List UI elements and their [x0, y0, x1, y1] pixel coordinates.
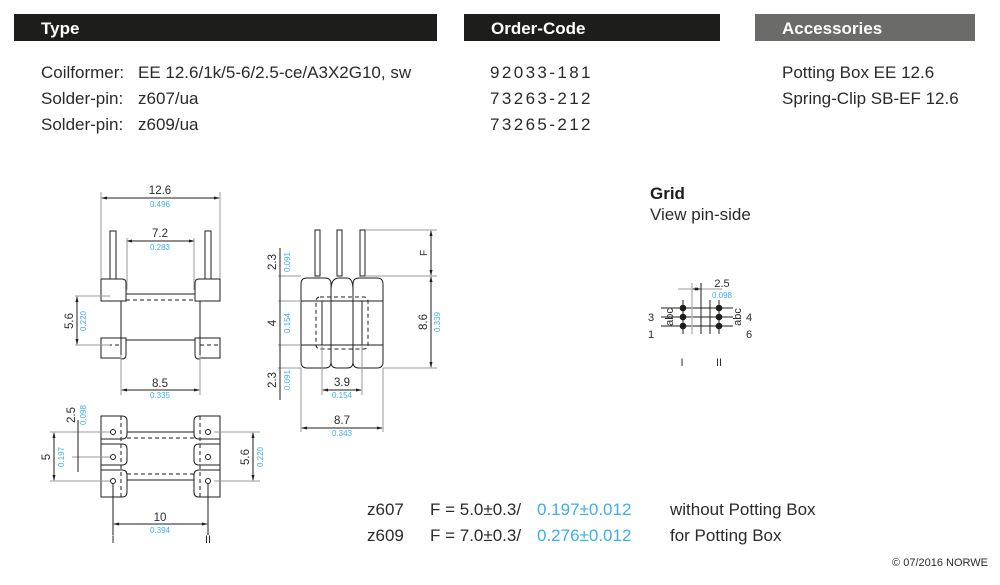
- order-code: 92033-181: [490, 63, 593, 82]
- grid-pitch: 2.5: [714, 278, 729, 290]
- dim-front-inner-inch: 0.283: [150, 243, 171, 252]
- dim-front-inner: 7.2: [152, 228, 168, 240]
- grid-number-1: 1: [648, 329, 654, 341]
- grid-subtitle: View pin-side: [650, 205, 751, 224]
- dim-bottom-pitch-inch: 0.098: [79, 404, 88, 425]
- type-row-label: Solder-pin:: [41, 89, 124, 108]
- pin-option-formula: F = 7.0±0.3/: [430, 526, 522, 545]
- dim-side-top-inch: 0.091: [283, 251, 292, 272]
- dim-bottom-row-distance: 10: [154, 512, 167, 524]
- accessories-list: Potting Box EE 12.6 Spring-Clip SB-EF 12…: [782, 60, 959, 112]
- pin-option-formula: F = 5.0±0.3/: [430, 500, 522, 519]
- grid-pin: [679, 304, 687, 312]
- grid-pin: [679, 313, 687, 321]
- grid-letters-right: abc: [732, 308, 744, 326]
- pin-option-code: z609: [367, 526, 404, 545]
- front-view: [75, 192, 221, 395]
- grid-pin: [715, 304, 723, 312]
- bottom-view: [50, 415, 260, 535]
- grid-pin: [679, 322, 687, 330]
- row-label-ii: II: [205, 534, 211, 546]
- type-row-label: Coilformer:: [41, 63, 125, 82]
- dim-front-height-inch: 0.220: [79, 310, 88, 331]
- pin-option-note: for Potting Box: [670, 526, 782, 545]
- dim-front-bottom: 8.5: [152, 378, 168, 390]
- copyright: © 07/2016 NORWE: [892, 557, 988, 569]
- header-type: Type: [14, 14, 437, 41]
- type-row: Solder-pin: z607/ua: [41, 86, 411, 112]
- grid-pin: [715, 322, 723, 330]
- type-row: Coilformer: EE 12.6/1k/5-6/2.5-ce/A3X2G10…: [41, 60, 411, 86]
- pin-option-code: z607: [367, 500, 404, 519]
- dim-bottom-pitch: 2.5: [66, 407, 78, 423]
- grid-pin: [715, 313, 723, 321]
- header-type-label: Type: [41, 19, 80, 38]
- dim-front-height: 5.6: [64, 313, 76, 329]
- dim-bottom-span-inch: 0.197: [57, 446, 66, 467]
- grid-number-3: 3: [648, 312, 654, 324]
- dim-bottom-height-inch: 0.220: [256, 446, 265, 467]
- grid-pins: [679, 304, 723, 330]
- dim-side-middle-inch: 0.154: [283, 312, 292, 333]
- dim-bottom-span: 5: [41, 454, 53, 460]
- grid-number-6: 6: [746, 329, 752, 341]
- dim-side-top: 2.3: [267, 254, 279, 270]
- grid-row-label-i: I: [680, 357, 683, 369]
- grid-number-4: 4: [746, 312, 752, 324]
- header-order-code-label: Order-Code: [491, 19, 586, 38]
- side-view: [278, 229, 437, 432]
- type-row-value: z609/ua: [138, 115, 199, 134]
- header-order-code: Order-Code: [464, 14, 720, 41]
- type-row-value: z607/ua: [138, 89, 199, 108]
- dim-front-width: 12.6: [149, 185, 171, 197]
- dim-bottom-height: 5.6: [240, 449, 252, 465]
- pin-option-note: without Potting Box: [670, 500, 816, 519]
- dim-side-middle: 4: [267, 319, 279, 326]
- pin-option-inch: 0.276±0.012: [537, 526, 632, 545]
- grid-letters-left: abc: [664, 308, 676, 326]
- dim-side-bottom-inch: 0.091: [283, 369, 292, 390]
- dim-side-total: 8.6: [418, 314, 430, 330]
- order-code-list: 92033-181 73263-212 73265-212: [490, 60, 593, 138]
- pin-option-inch: 0.197±0.012: [537, 500, 632, 519]
- accessory-item: Potting Box EE 12.6: [782, 63, 935, 82]
- header-accessories: Accessories: [755, 14, 975, 41]
- header-accessories-label: Accessories: [782, 19, 883, 38]
- accessory-item: Spring-Clip SB-EF 12.6: [782, 89, 959, 108]
- type-row: Solder-pin: z609/ua: [41, 112, 411, 138]
- dim-side-total-inch: 0.339: [433, 311, 442, 332]
- dim-side-width: 8.7: [334, 415, 350, 427]
- grid-pitch-inch: 0.098: [712, 291, 733, 300]
- order-code: 73263-212: [490, 89, 593, 108]
- dim-side-core-inch: 0.154: [332, 391, 353, 400]
- dim-side-f: F: [419, 250, 430, 256]
- grid-title: Grid: [650, 184, 685, 203]
- dim-bottom-row-distance-inch: 0.394: [150, 526, 171, 535]
- dim-side-width-inch: 0.343: [332, 429, 353, 438]
- order-code: 73265-212: [490, 115, 593, 134]
- type-list: Coilformer: EE 12.6/1k/5-6/2.5-ce/A3X2G10…: [41, 60, 411, 138]
- dim-side-core: 3.9: [334, 377, 350, 389]
- row-label-i: I: [111, 534, 114, 546]
- dim-side-bottom: 2.3: [267, 372, 279, 388]
- dim-front-bottom-inch: 0.335: [150, 391, 171, 400]
- dim-front-width-inch: 0.496: [150, 200, 171, 209]
- type-row-value: EE 12.6/1k/5-6/2.5-ce/A3X2G10, sw: [138, 63, 412, 82]
- type-row-label: Solder-pin:: [41, 115, 124, 134]
- grid-row-label-ii: II: [716, 357, 722, 369]
